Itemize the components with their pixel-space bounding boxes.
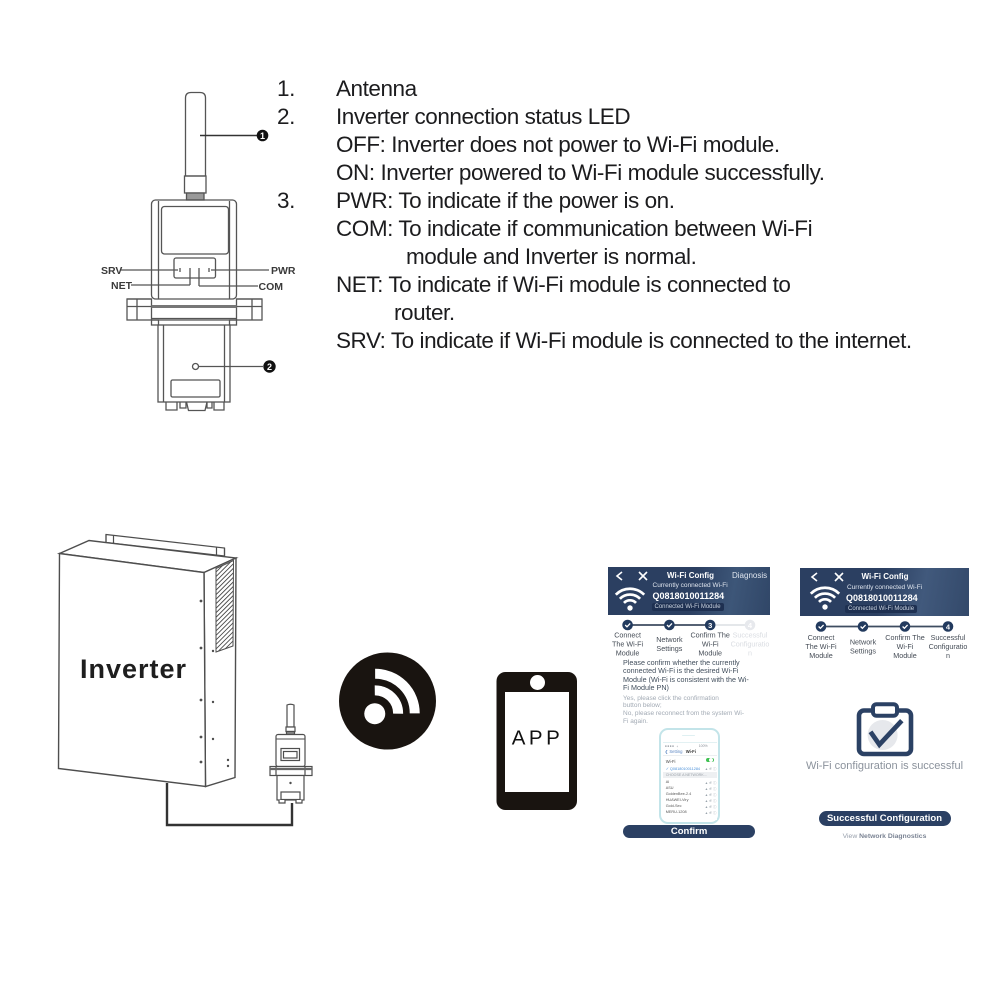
svg-text:Module: Module bbox=[616, 648, 640, 657]
svg-text:Connect: Connect bbox=[614, 630, 641, 639]
svg-text:NET: NET bbox=[111, 280, 133, 292]
svg-text:Confirm The: Confirm The bbox=[690, 630, 729, 639]
svg-text:SRV: SRV bbox=[101, 265, 122, 277]
svg-text:COM: COM bbox=[259, 281, 284, 293]
svg-text:Module: Module bbox=[698, 648, 722, 657]
svg-text:4: 4 bbox=[946, 623, 951, 632]
svg-text:PWR: PWR bbox=[271, 265, 296, 277]
svg-text:Successful: Successful bbox=[733, 630, 768, 639]
svg-text:The Wi-Fi: The Wi-Fi bbox=[612, 639, 644, 648]
svg-text:Configuratio: Configuratio bbox=[929, 642, 968, 651]
svg-text:Connect: Connect bbox=[808, 633, 835, 642]
svg-text:Network: Network bbox=[656, 635, 683, 644]
svg-text:Wi-Fi: Wi-Fi bbox=[897, 642, 914, 651]
svg-text:4: 4 bbox=[748, 621, 753, 630]
svg-text:Wi-Fi: Wi-Fi bbox=[702, 639, 719, 648]
svg-text:n: n bbox=[946, 651, 950, 660]
svg-text:The Wi-Fi: The Wi-Fi bbox=[805, 642, 837, 651]
svg-text:Module: Module bbox=[809, 651, 833, 660]
svg-text:3: 3 bbox=[708, 621, 712, 630]
svg-text:Settings: Settings bbox=[656, 644, 682, 653]
svg-text:Settings: Settings bbox=[850, 647, 876, 656]
svg-text:Confirm The: Confirm The bbox=[885, 633, 924, 642]
svg-text:Inverter: Inverter bbox=[80, 654, 187, 684]
svg-text:APP: APP bbox=[512, 727, 564, 750]
svg-text:Network: Network bbox=[850, 638, 877, 647]
svg-text:Successful: Successful bbox=[931, 633, 966, 642]
svg-text:1: 1 bbox=[260, 131, 265, 141]
svg-text:n: n bbox=[748, 648, 752, 657]
svg-text:2: 2 bbox=[267, 362, 272, 372]
svg-text:Module: Module bbox=[893, 651, 917, 660]
svg-text:Configuratio: Configuratio bbox=[731, 639, 770, 648]
